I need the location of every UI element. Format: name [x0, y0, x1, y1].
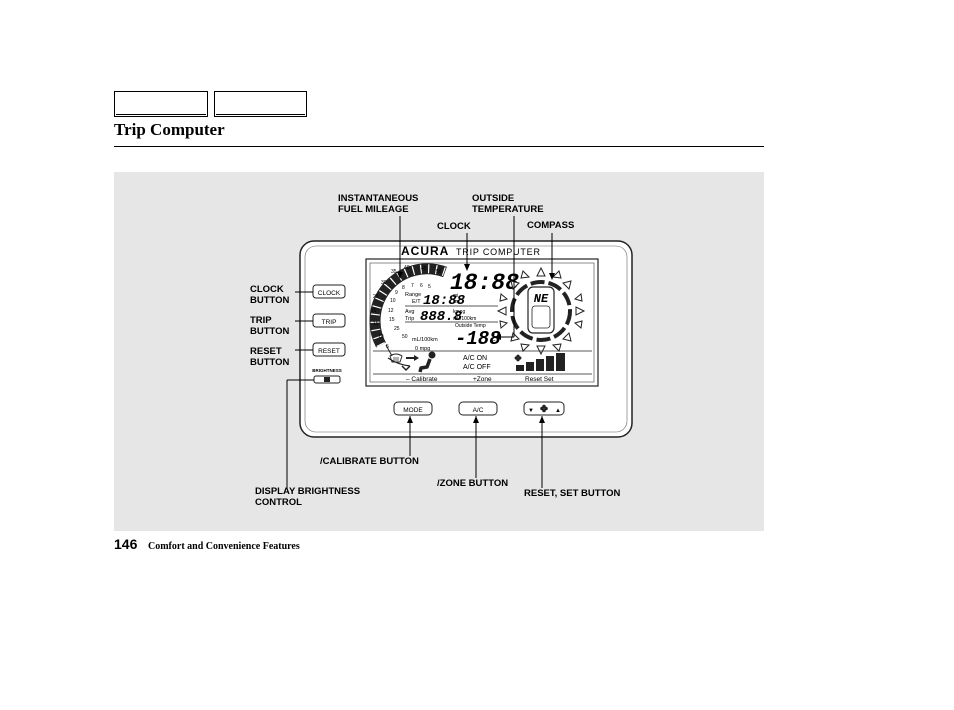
zone-label: +Zone	[473, 376, 492, 383]
callout-clock-button: CLOCK BUTTON	[250, 284, 290, 306]
temp-display: -188	[455, 328, 501, 350]
calibrate-label: – Calibrate	[406, 376, 438, 383]
callout-calibrate-button: /CALIBRATE BUTTON	[320, 456, 419, 467]
gauge-outer-45: 45	[421, 266, 427, 272]
callout-compass: COMPASS	[527, 220, 575, 231]
ac-button-label: A/C	[473, 407, 484, 414]
callout-trip-button: TRIP BUTTON	[250, 315, 290, 337]
gauge-inner-15: 15	[389, 317, 395, 323]
nav-tab-box-1[interactable]	[114, 91, 208, 117]
temp-unit-f: F	[492, 332, 495, 338]
title-rule	[114, 146, 764, 147]
outside-temp-label: Outside Temp	[455, 323, 486, 329]
trip-label: Trip	[405, 316, 414, 322]
section-title: Comfort and Convenience Features	[148, 541, 300, 552]
reset-button-label: RESET	[318, 348, 340, 355]
callout-display-brightness-control: DISPLAY BRIGHTNESS CONTROL	[255, 486, 361, 508]
avg-label: Avg	[405, 309, 414, 315]
gauge-outer-30: 30	[381, 280, 387, 286]
gauge-inner-50: 50	[402, 334, 408, 340]
reset-set-label: Reset Set	[525, 376, 554, 383]
gauge-inner-10: 10	[390, 298, 396, 304]
gauge-outer-35: 35	[391, 269, 397, 275]
callout-zone-button: /ZONE BUTTON	[437, 478, 509, 489]
unit-title: TRIP COMPUTER	[456, 247, 541, 257]
ac-off-label: A/C OFF	[463, 364, 491, 371]
fan-button	[523, 401, 565, 416]
fan-display-icon	[514, 354, 522, 362]
gauge-inner-6: 6	[420, 283, 423, 289]
fan-icon	[540, 404, 548, 413]
avg-unit-kmpg: kmpg	[453, 309, 465, 315]
range-unit-km: km	[453, 299, 460, 305]
callout-instantaneous-fuel-mileage: INSTANTANEOUS FUEL MILEAGE	[338, 193, 419, 215]
gauge-inner-5: 5	[428, 284, 431, 290]
mode-button-label: MODE	[403, 407, 423, 414]
brand-logo: ACURA	[401, 244, 449, 258]
seated-person-icon	[418, 351, 436, 373]
page-title: Trip Computer	[114, 120, 225, 139]
page-number: 146	[114, 536, 138, 552]
gauge-inner-9: 9	[395, 290, 398, 296]
ac-button	[458, 401, 498, 416]
avg-display: 888.8	[420, 309, 463, 325]
defrost-icon	[389, 353, 403, 363]
gauge-outer-25: 25	[373, 294, 379, 300]
callout-clock: CLOCK	[437, 221, 471, 232]
nav-tab-box-2[interactable]	[214, 91, 307, 117]
fan-down-label: ▼	[528, 408, 534, 414]
callout-reset-set-button: RESET, SET BUTTON	[524, 488, 621, 499]
gauge-mpg: 0 mpg	[415, 346, 430, 352]
gauge-outer-20: 20	[371, 308, 377, 314]
gauge-outer-40: 40	[404, 265, 410, 271]
callout-reset-button: RESET BUTTON	[250, 346, 290, 368]
fan-speed-bars	[516, 353, 565, 371]
callout-outside-temperature: OUTSIDE TEMPERATURE	[472, 193, 544, 215]
gauge-outer-10: 10	[378, 334, 384, 340]
range-unit-mi: mi	[453, 293, 458, 299]
gauge-outer-15: 15	[373, 321, 379, 327]
clock-button-label: CLOCK	[318, 290, 341, 297]
brightness-label: BRIGHTNESS	[312, 368, 342, 373]
compass-digits: NE	[534, 292, 549, 306]
range-display: 18:88	[423, 293, 466, 309]
gauge-inner-8: 8	[402, 285, 405, 291]
gauge-outer-50: 50	[436, 269, 442, 275]
range-label: Range	[405, 292, 421, 298]
gauge-inner-7: 7	[411, 283, 414, 289]
compass-display	[496, 266, 586, 356]
ac-on-label: A/C ON	[463, 355, 487, 362]
airflow-icon	[401, 355, 419, 372]
fan-up-label: ▲	[555, 408, 561, 414]
temp-unit-c: C	[492, 340, 496, 346]
avg-unit-ml: mL/100km	[453, 316, 476, 322]
gauge-outer-5: 5	[386, 344, 389, 350]
mode-button	[393, 401, 433, 416]
trip-button-label: TRIP	[322, 319, 337, 326]
clock-display: 18:88	[450, 270, 519, 296]
et-label: E/T	[412, 299, 421, 305]
gauge-inner-25: 25	[394, 326, 400, 332]
gauge-units: mL/100km	[412, 337, 438, 343]
gauge-inner-12: 12	[388, 308, 394, 314]
